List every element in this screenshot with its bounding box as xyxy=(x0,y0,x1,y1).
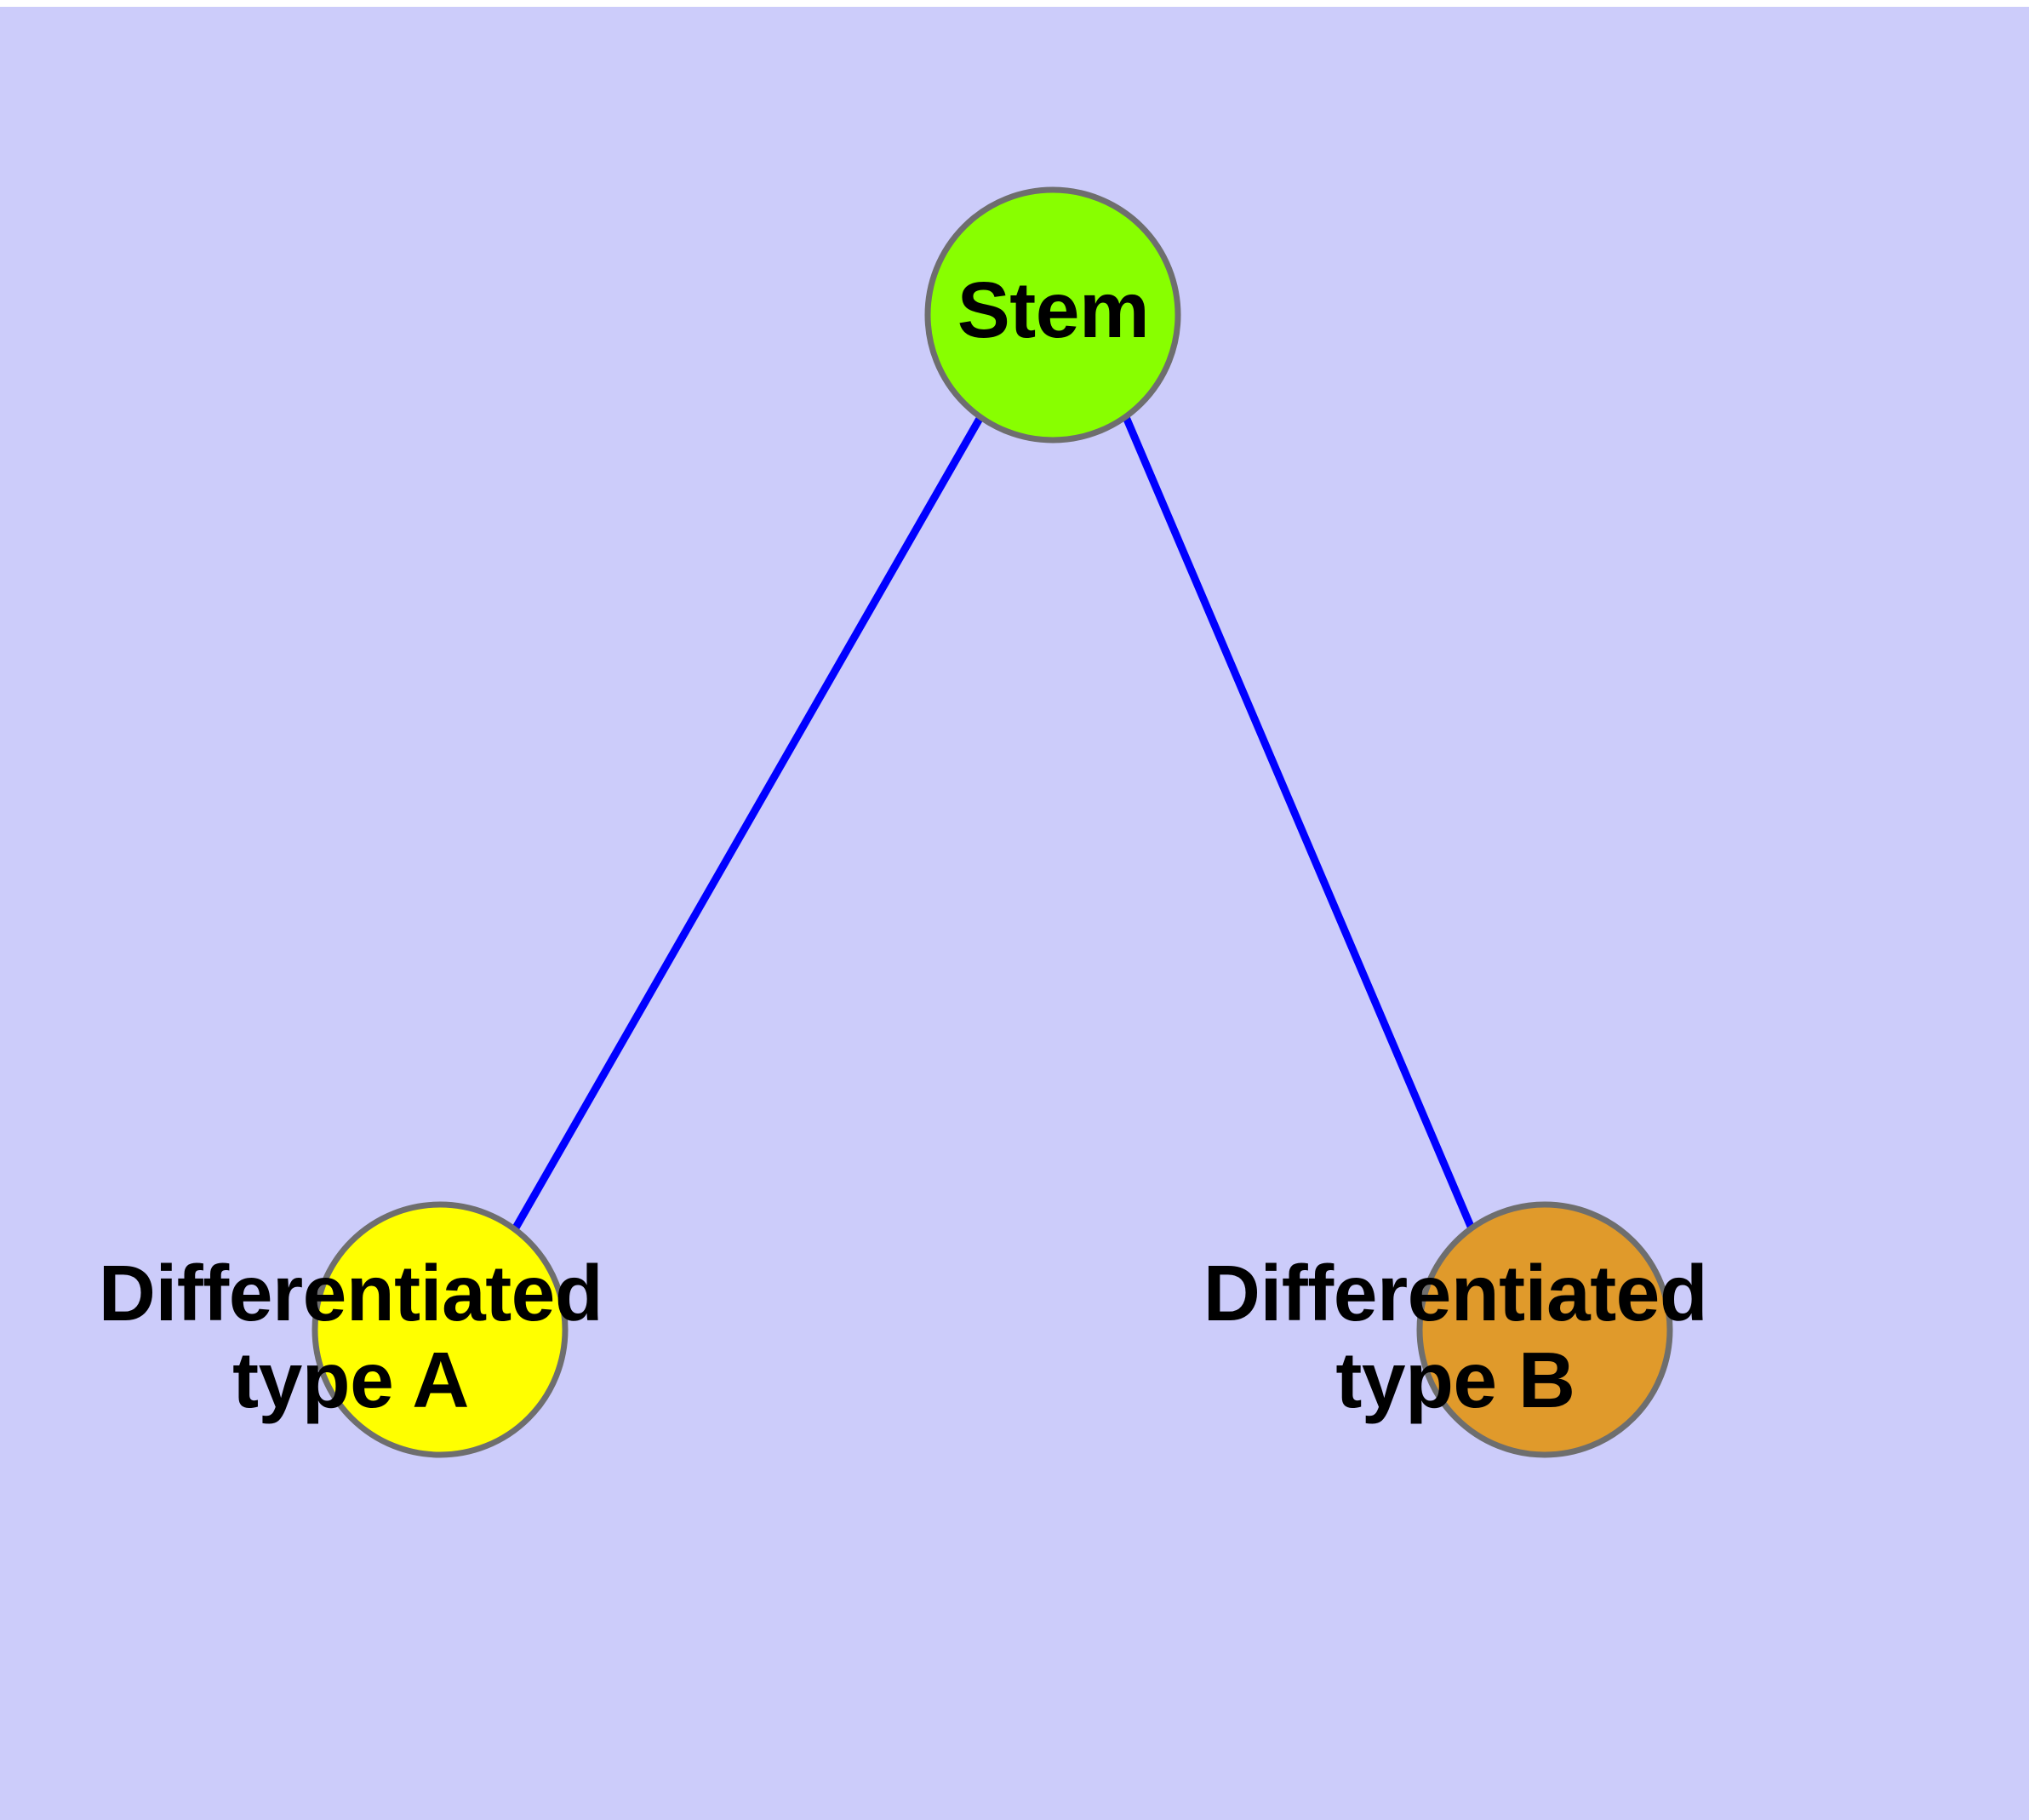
node-differentiated-type-a-label: Differentiated type A xyxy=(98,1249,603,1425)
node-stem-circle[interactable] xyxy=(924,186,1181,444)
edge-stem-to-differentiated-type-b[interactable] xyxy=(1122,415,1476,1230)
node-differentiated-type-b-label: Differentiated type B xyxy=(1203,1249,1708,1425)
node-stem-label: Stem xyxy=(957,266,1150,354)
node-differentiated-type-a-circle[interactable] xyxy=(311,1201,569,1458)
edge-layer xyxy=(512,415,1476,1232)
edge-stem-to-differentiated-type-a[interactable] xyxy=(512,415,984,1232)
node-layer xyxy=(311,186,1673,1458)
node-differentiated-type-b-circle[interactable] xyxy=(1416,1201,1673,1458)
